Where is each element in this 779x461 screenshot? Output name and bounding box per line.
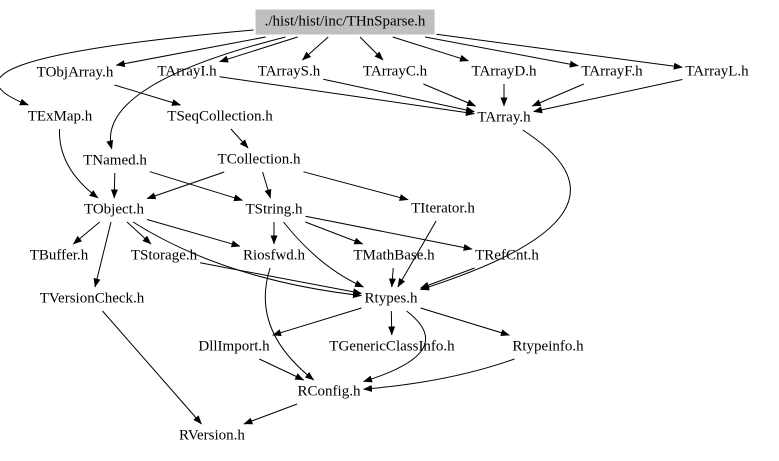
edge-tcollection-tstring bbox=[262, 171, 272, 199]
edge-tobject-tbuffer bbox=[72, 221, 101, 245]
node-tstorage[interactable]: TStorage.h bbox=[130, 247, 198, 264]
edge-tseqcollection-tcollection bbox=[230, 128, 249, 149]
node-tarrayc[interactable]: TArrayC.h bbox=[362, 63, 428, 80]
edge-tobject-riosfwd bbox=[146, 219, 241, 248]
edge-tarrayi-tarray bbox=[219, 76, 475, 116]
edge-thnsparse-tarrayi bbox=[219, 36, 298, 63]
node-tobject[interactable]: TObject.h bbox=[83, 201, 145, 218]
edge-tobject-tversioncheck bbox=[93, 221, 112, 288]
node-rtypeinfo[interactable]: Rtypeinfo.h bbox=[512, 338, 584, 355]
node-tmathbase[interactable]: TMathBase.h bbox=[353, 247, 435, 264]
edge-tnamed-tstring bbox=[149, 171, 243, 202]
edge-rtypes-dllimport bbox=[272, 307, 362, 337]
node-titerator[interactable]: TIterator.h bbox=[411, 200, 475, 217]
edge-riosfwd-rconfig bbox=[264, 267, 315, 381]
node-tarrayi[interactable]: TArrayI.h bbox=[157, 63, 217, 80]
edge-tcollection-titerator bbox=[303, 171, 409, 201]
edge-rtypeinfo-rconfig bbox=[363, 358, 515, 392]
node-rversion[interactable]: RVersion.h bbox=[179, 427, 245, 444]
node-tstring[interactable]: TString.h bbox=[245, 201, 303, 218]
node-rtypes[interactable]: Rtypes.h bbox=[364, 290, 418, 307]
edge-tobject-tstorage bbox=[126, 221, 152, 245]
edge-tarrayc-tarray bbox=[423, 83, 477, 107]
edge-thnsparse-texmap bbox=[0, 29, 254, 106]
edge-thnsparse-tarrayl bbox=[436, 33, 683, 70]
edge-titerator-rtypes bbox=[397, 220, 437, 288]
edge-tarray-rtypes bbox=[420, 129, 571, 291]
node-tgenericclassinfo[interactable]: TGenericClassInfo.h bbox=[329, 338, 455, 355]
node-thnsparse[interactable]: ./hist/hist/inc/THnSparse.h bbox=[255, 9, 435, 35]
edge-tstorage-rtypes bbox=[200, 262, 362, 296]
edge-rtypes-rconfig bbox=[363, 310, 427, 383]
node-tobjarray[interactable]: TObjArray.h bbox=[36, 64, 114, 81]
node-tnamed[interactable]: TNamed.h bbox=[83, 152, 147, 169]
node-tarrays[interactable]: TArrayS.h bbox=[257, 63, 321, 80]
node-riosfwd[interactable]: Riosfwd.h bbox=[242, 247, 306, 264]
edge-tnamed-tobject bbox=[110, 172, 118, 199]
node-tarrayl[interactable]: TArrayL.h bbox=[685, 63, 749, 80]
edge-dllimport-rconfig bbox=[259, 358, 305, 381]
node-tcollection[interactable]: TCollection.h bbox=[217, 151, 301, 168]
edge-rtypes-tgenericclassinfo bbox=[388, 310, 396, 336]
node-trefcnt[interactable]: TRefCnt.h bbox=[475, 247, 539, 264]
node-tbuffer[interactable]: TBuffer.h bbox=[29, 247, 89, 264]
edge-thnsparse-tarrayf bbox=[425, 36, 579, 68]
node-tarray[interactable]: TArray.h bbox=[477, 109, 531, 126]
edge-tmathbase-rtypes bbox=[388, 267, 396, 288]
edge-tstring-trefcnt bbox=[305, 215, 473, 251]
node-rconfig[interactable]: RConfig.h bbox=[297, 383, 361, 400]
edge-tobjarray-tseqcollection bbox=[114, 84, 181, 106]
edge-rconfig-rversion bbox=[243, 403, 298, 425]
node-tversioncheck[interactable]: TVersionCheck.h bbox=[39, 290, 145, 307]
edge-texmap-tobject bbox=[58, 128, 99, 199]
edge-thnsparse-tarrayd bbox=[392, 36, 469, 62]
edge-rtypes-rtypeinfo bbox=[420, 307, 510, 337]
edge-thnsparse-tobjarray bbox=[115, 36, 266, 68]
node-dllimport[interactable]: DllImport.h bbox=[198, 338, 270, 355]
edge-tstring-rtypes bbox=[283, 221, 364, 288]
node-texmap[interactable]: TExMap.h bbox=[27, 108, 93, 125]
edge-tarrayf-tarray bbox=[531, 83, 584, 107]
edge-tarrays-tarray bbox=[323, 78, 475, 114]
edge-thnsparse-tarrayc bbox=[359, 36, 384, 61]
edge-tcollection-tobject bbox=[146, 171, 225, 200]
edge-tstring-tmathbase bbox=[305, 221, 364, 245]
edge-thnsparse-tarrays bbox=[302, 36, 329, 61]
edge-tversioncheck-rversion bbox=[102, 310, 202, 425]
node-tseqcollection[interactable]: TSeqCollection.h bbox=[167, 108, 273, 125]
edge-thnsparse-tnamed bbox=[106, 36, 286, 150]
node-tarrayf[interactable]: TArrayF.h bbox=[581, 63, 643, 80]
node-tarrayd[interactable]: TArrayD.h bbox=[471, 63, 537, 80]
edge-tarrayl-tarray bbox=[533, 79, 683, 114]
